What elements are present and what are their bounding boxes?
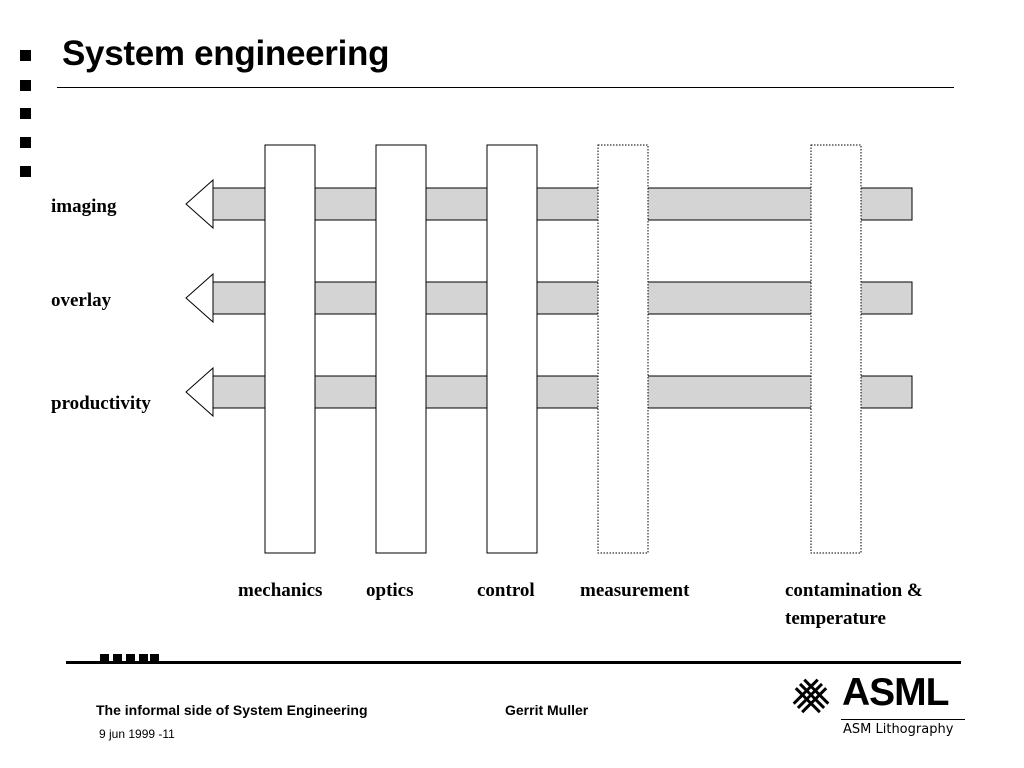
bullet-square-1 [20, 50, 31, 61]
footer-tick-2 [113, 654, 122, 661]
bar-overlay [185, 272, 913, 324]
footer-tick-5 [150, 654, 159, 661]
footer-presentation-title: The informal side of System Engineering [96, 702, 368, 718]
row-label-productivity: productivity [51, 393, 151, 414]
bullet-square-2 [20, 80, 31, 91]
column-mechanics [264, 144, 316, 554]
column-label-optics: optics [366, 580, 414, 601]
bar-productivity [185, 366, 913, 418]
column-contamination-temperature [810, 144, 862, 554]
column-label-temperature: temperature [785, 608, 886, 629]
footer-tick-4 [139, 654, 148, 661]
asml-logo-wordmark: ASML [842, 671, 949, 714]
footer-date-page: 9 jun 1999 -11 [99, 727, 175, 741]
column-measurement [597, 144, 649, 554]
title-divider [57, 87, 954, 88]
footer-divider [66, 661, 961, 664]
bullet-square-3 [20, 108, 31, 119]
row-label-overlay: overlay [51, 290, 112, 311]
bullet-square-4 [20, 137, 31, 148]
column-label-control: control [477, 580, 535, 601]
footer-author: Gerrit Muller [505, 702, 589, 718]
row-label-imaging: imaging [51, 196, 117, 217]
bullet-square-5 [20, 166, 31, 177]
column-label-contamination: contamination & [785, 580, 923, 601]
bar-imaging [185, 178, 913, 230]
footer-tick-1 [100, 654, 109, 661]
footer-tick-3 [126, 654, 135, 661]
page-title: System engineering [62, 34, 390, 73]
logo-divider [841, 719, 965, 720]
column-optics [375, 144, 427, 554]
asml-logo-mark-icon [792, 678, 830, 714]
asml-logo-subtitle: ASM Lithography [843, 722, 954, 737]
column-label-measurement: measurement [580, 580, 690, 601]
column-label-mechanics: mechanics [238, 580, 323, 601]
column-control [486, 144, 538, 554]
